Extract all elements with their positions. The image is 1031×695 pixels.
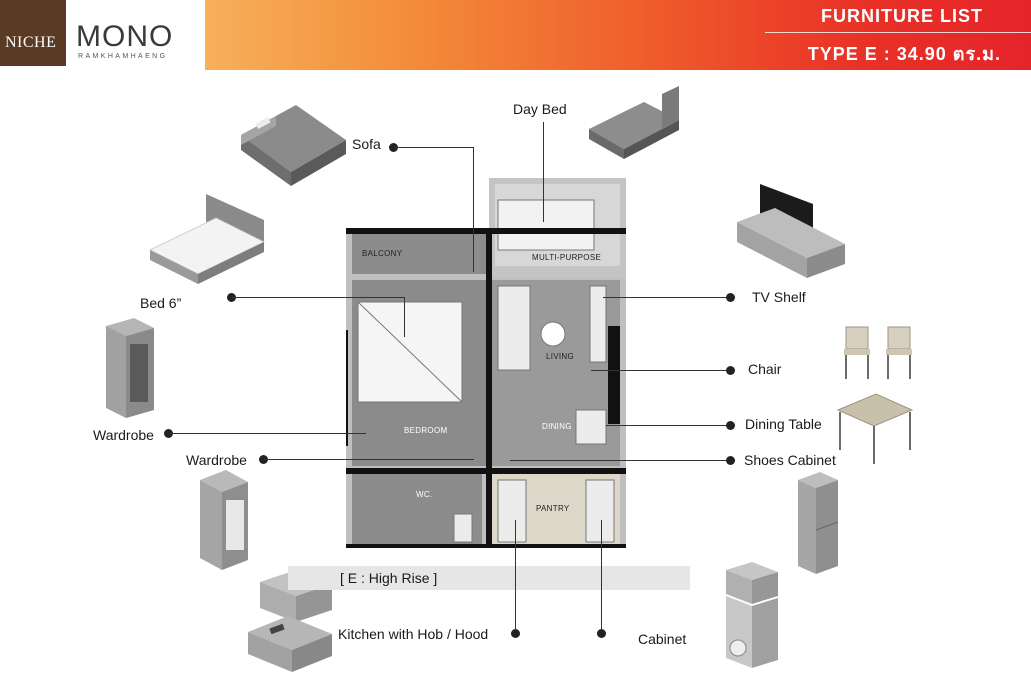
cabinet-leader (601, 520, 602, 630)
dining-table-label: Dining Table (745, 416, 822, 432)
wardrobe-leader (169, 433, 366, 434)
bed-label: Bed 6” (140, 295, 182, 311)
wardrobe-2-illustration (200, 470, 248, 570)
banner-divider (765, 32, 1031, 33)
wardrobe-2-leader (264, 459, 474, 460)
chair-label: Chair (748, 361, 782, 377)
kitchen-label: Kitchen with Hob / Hood (338, 626, 489, 642)
sofa-leader-drop (473, 147, 474, 272)
bed-marker (227, 293, 236, 302)
kitchen-leader (515, 520, 516, 630)
day-bed-label: Day Bed (513, 101, 567, 117)
dining-label: DINING (542, 422, 572, 431)
living-label: LIVING (546, 352, 575, 361)
sofa-illustration (241, 105, 346, 186)
tv-shelf-illustration (737, 184, 845, 278)
kitchen-marker (511, 629, 520, 638)
dining-table-leader (606, 425, 727, 426)
shoes-cabinet-marker (726, 456, 735, 465)
pantry-label: PANTRY (536, 504, 570, 513)
cabinet-label: Cabinet (638, 631, 687, 647)
sofa-label: Sofa (352, 136, 381, 152)
niche-logo-text: NICHE (5, 34, 57, 51)
dining-table-illustration (836, 393, 914, 464)
wardrobe-2-label: Wardrobe (186, 452, 247, 468)
chair-marker (726, 366, 735, 375)
balcony-label: BALCONY (362, 249, 403, 258)
mono-logo-subtitle: RAMKHAMHAENG (78, 53, 168, 60)
cabinet-illustration (726, 562, 778, 668)
unit-type: TYPE E : 34.90 ตร.ม. (807, 44, 1001, 64)
chair-leader (591, 370, 727, 371)
day-bed-illustration (589, 86, 679, 159)
wardrobe-marker (164, 429, 173, 438)
multi-purpose-label: MULTI-PURPOSE (532, 253, 602, 262)
tv-shelf-marker (726, 293, 735, 302)
cabinet-marker (597, 629, 606, 638)
sofa-marker (389, 143, 398, 152)
sofa-leader (394, 147, 474, 148)
bed-leader-drop (404, 297, 405, 337)
dining-table-marker (726, 421, 735, 430)
bed-leader (232, 297, 404, 298)
shoes-cabinet-label: Shoes Cabinet (744, 452, 836, 468)
chair-illustration (844, 326, 912, 379)
mono-logo: MONO (76, 20, 174, 53)
shoes-cabinet-illustration (798, 472, 839, 574)
page-title: FURNITURE LIST (821, 6, 983, 26)
niche-logo: NICHE (0, 0, 66, 66)
bedroom-label: BEDROOM (404, 426, 448, 435)
header: NICHE MONO RAMKHAMHAENG FURNITURE LIST T… (0, 0, 1031, 70)
bed-illustration (148, 194, 266, 284)
title-banner: FURNITURE LIST TYPE E : 34.90 ตร.ม. (205, 0, 1031, 70)
floor-plan (346, 178, 626, 548)
shoes-cabinet-leader (510, 460, 727, 461)
wc-label: WC. (416, 490, 433, 499)
wardrobe-illustration (106, 318, 154, 418)
tv-shelf-leader (603, 297, 727, 298)
wardrobe-label: Wardrobe (93, 427, 154, 443)
tv-shelf-label: TV Shelf (752, 289, 806, 305)
plan-caption-bar: [ E : High Rise ] (288, 566, 690, 590)
plan-caption: [ E : High Rise ] (340, 570, 438, 586)
wardrobe-2-marker (259, 455, 268, 464)
day-bed-leader (543, 122, 544, 222)
